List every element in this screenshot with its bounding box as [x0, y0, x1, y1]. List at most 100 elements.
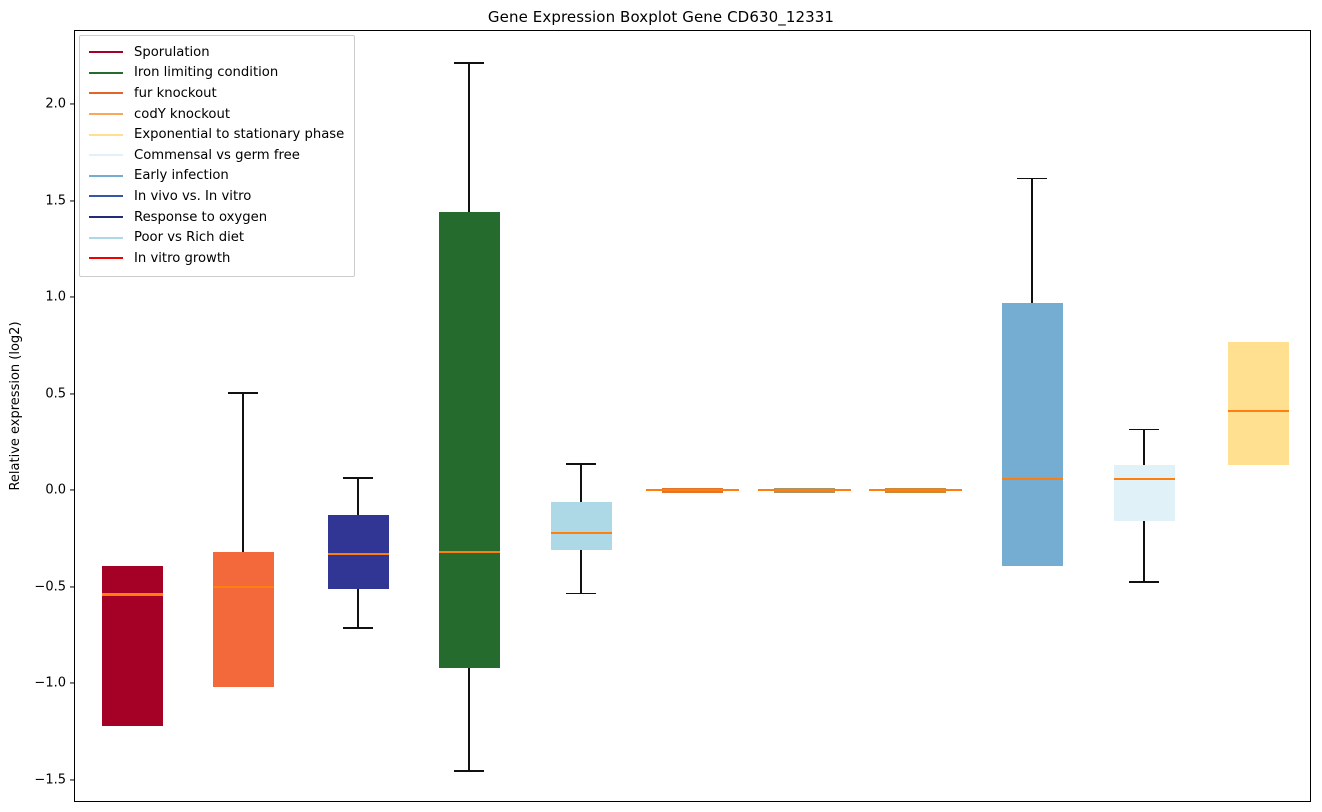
boxplot-box[interactable]: [75, 31, 1310, 801]
legend-item[interactable]: codY knockout: [89, 104, 344, 125]
whisker-upper: [1031, 177, 1033, 304]
legend-item-label: Sporulation: [134, 44, 210, 60]
whisker-upper: [357, 476, 359, 516]
box-body: [550, 501, 612, 551]
median-line: [868, 489, 962, 492]
legend-color-swatch: [89, 174, 123, 177]
legend-item[interactable]: In vivo vs. In vitro: [89, 186, 344, 207]
legend-color-swatch: [89, 257, 123, 260]
legend-item[interactable]: Early infection: [89, 166, 344, 187]
median-line: [101, 593, 163, 596]
legend-color-swatch: [89, 113, 123, 116]
boxplot-box[interactable]: [75, 31, 1310, 801]
box-body: [101, 565, 163, 726]
legend-item[interactable]: Sporulation: [89, 42, 344, 63]
legend-item[interactable]: Exponential to stationary phase: [89, 124, 344, 145]
whisker-cap-upper: [343, 476, 373, 479]
whisker-cap-upper: [454, 61, 484, 64]
box-body: [438, 212, 500, 668]
median-line: [212, 585, 274, 588]
whisker-upper: [242, 391, 244, 553]
whisker-lower: [1143, 521, 1145, 582]
y-tick-label: 2.0: [45, 96, 66, 112]
y-axis-label-text: Relative expression (log2): [8, 321, 23, 491]
y-tick-mark: [70, 489, 75, 491]
y-tick-label: 0.0: [45, 482, 66, 498]
y-tick-mark: [70, 103, 75, 105]
legend-item-label: In vivo vs. In vitro: [134, 188, 252, 204]
legend-item-label: fur knockout: [134, 85, 217, 101]
page-title: Gene Expression Boxplot Gene CD630_12331: [487, 8, 835, 26]
legend-item-label: codY knockout: [134, 106, 231, 122]
y-tick-label: 1.5: [45, 193, 66, 209]
legend-color-swatch: [89, 195, 123, 198]
boxplot-box[interactable]: [75, 31, 1310, 801]
y-tick-label: −1.5: [34, 772, 66, 788]
median-line: [327, 552, 389, 556]
median-line: [1227, 410, 1289, 413]
y-tick-label: 0.5: [45, 386, 66, 402]
legend-item[interactable]: Response to oxygen: [89, 207, 344, 228]
boxplot-box[interactable]: [75, 31, 1310, 801]
box-body: [212, 552, 274, 688]
legend-color-swatch: [89, 236, 123, 239]
whisker-cap-lower: [566, 592, 596, 595]
median-line: [550, 531, 612, 534]
legend-color-swatch: [89, 216, 123, 219]
whisker-lower: [580, 550, 582, 593]
legend-item-label: Response to oxygen: [134, 209, 268, 225]
median-line: [438, 551, 500, 554]
boxplot-box[interactable]: [75, 31, 1310, 801]
y-tick-label: −1.0: [34, 675, 66, 691]
y-tick-mark: [70, 200, 75, 202]
legend-item-label: Commensal vs germ free: [134, 147, 300, 163]
boxplot-box[interactable]: [75, 31, 1310, 801]
legend-color-swatch: [89, 92, 123, 95]
legend-item-label: In vitro growth: [134, 250, 231, 266]
boxplot-box[interactable]: [75, 31, 1310, 801]
y-tick-label: 1.0: [45, 289, 66, 305]
legend-item-label: Iron limiting condition: [134, 65, 279, 81]
y-tick-mark: [70, 779, 75, 781]
whisker-upper: [580, 463, 582, 502]
legend-item-label: Poor vs Rich diet: [134, 230, 245, 246]
legend-item-label: Exponential to stationary phase: [134, 127, 345, 143]
legend-color-swatch: [89, 154, 123, 157]
box-body: [327, 515, 389, 589]
legend-color-swatch: [89, 51, 123, 54]
y-axis-label: Relative expression (log2): [6, 0, 26, 812]
whisker-lower: [468, 667, 470, 771]
boxplot-box[interactable]: [75, 31, 1310, 801]
box-body: [1001, 303, 1063, 566]
y-tick-mark: [70, 393, 75, 395]
whisker-cap-upper: [228, 391, 258, 394]
y-tick-label: −0.5: [34, 579, 66, 595]
legend-item[interactable]: Iron limiting condition: [89, 63, 344, 84]
legend-color-swatch: [89, 133, 123, 136]
legend-color-swatch: [89, 71, 123, 74]
legend-item[interactable]: Poor vs Rich diet: [89, 227, 344, 248]
y-tick-mark: [70, 296, 75, 298]
box-body: [1227, 341, 1289, 466]
median-line: [757, 489, 851, 492]
boxplot-box[interactable]: [75, 31, 1310, 801]
whisker-lower: [357, 588, 359, 628]
whisker-cap-upper: [1129, 428, 1159, 431]
whisker-cap-lower: [454, 770, 484, 772]
boxplot-box[interactable]: [75, 31, 1310, 801]
legend-item[interactable]: Commensal vs germ free: [89, 145, 344, 166]
whisker-cap-upper: [1017, 177, 1047, 180]
median-line: [645, 489, 739, 492]
whisker-cap-lower: [343, 627, 373, 630]
boxplot-box[interactable]: [75, 31, 1310, 801]
legend-item[interactable]: In vitro growth: [89, 248, 344, 269]
legend-item[interactable]: fur knockout: [89, 83, 344, 104]
box-body: [1113, 465, 1175, 522]
legend-item-label: Early infection: [134, 168, 229, 184]
whisker-upper: [468, 61, 470, 213]
y-tick-mark: [70, 682, 75, 684]
whisker-upper: [1143, 428, 1145, 466]
median-line: [1113, 477, 1175, 480]
